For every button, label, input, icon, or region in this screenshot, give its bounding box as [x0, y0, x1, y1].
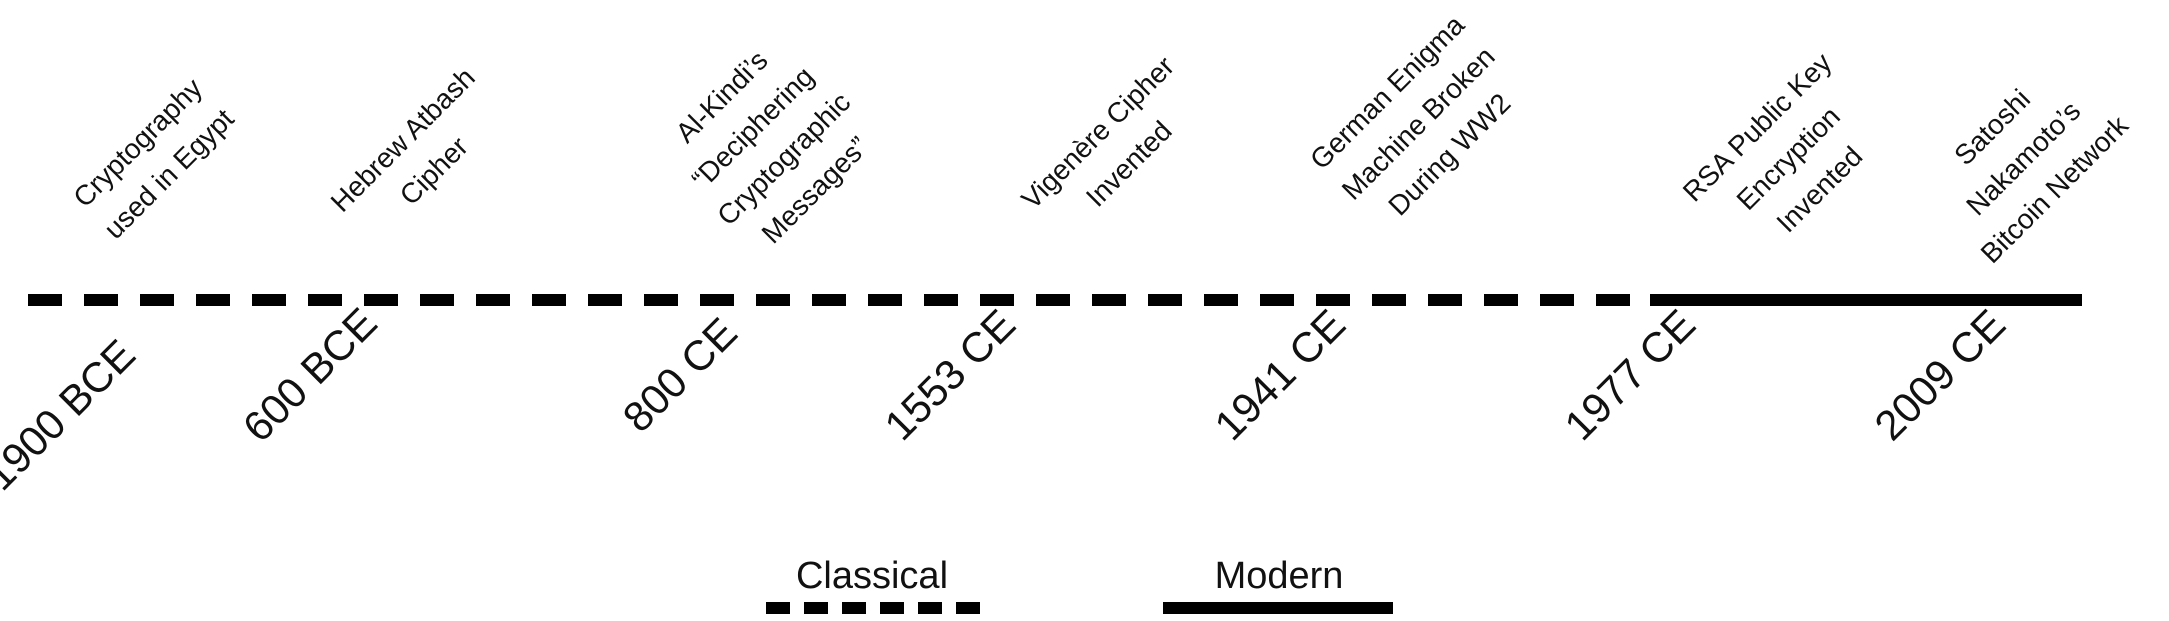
event-date-label: 1941 CE [1205, 300, 1354, 449]
timeline-event: 1553 CE Vigenère CipherInvented [875, 50, 1211, 449]
legend-modern-label: Modern [1215, 555, 1344, 597]
event-description-label: Vigenère CipherInvented [1015, 50, 1211, 246]
event-date-label: 1977 CE [1555, 300, 1704, 449]
timeline-event: 2009 CE SatoshiNakamoto’sBitcoin Network [1865, 47, 2134, 449]
timeline-event: 1977 CE RSA Public KeyEncryptionInvented [1555, 47, 1900, 449]
event-description-label: Cryptographyused in Egypt [67, 72, 240, 245]
event-description-label: RSA Public KeyEncryptionInvented [1677, 47, 1900, 270]
event-date-label: 1553 CE [875, 300, 1024, 449]
legend-classical-label: Classical [796, 555, 948, 597]
timeline-event: 600 BCE Hebrew AtbashCipher [234, 62, 512, 451]
event-date-label: 600 BCE [234, 299, 386, 451]
legend: Classical Modern [766, 555, 1393, 614]
timeline-event: 1941 CE German EnigmaMachine BrokenDuring… [1205, 9, 1533, 449]
event-description-label: Al-Kindi’s“DecipheringCryptographicMessa… [649, 24, 888, 263]
event-date-label: 800 CE [614, 309, 746, 441]
event-date-label: 2009 CE [1865, 300, 2014, 449]
event-description-label: German EnigmaMachine BrokenDuring WW2 [1304, 9, 1533, 238]
event-description-label: SatoshiNakamoto’sBitcoin Network [1912, 47, 2134, 269]
timeline-event: 1900 BCE Cryptographyused in Egypt [0, 72, 240, 499]
timeline-event: 800 CE Al-Kindi’s“DecipheringCryptographi… [614, 24, 888, 441]
event-date-label: 1900 BCE [0, 330, 144, 499]
event-description-label: Hebrew AtbashCipher [325, 62, 512, 249]
